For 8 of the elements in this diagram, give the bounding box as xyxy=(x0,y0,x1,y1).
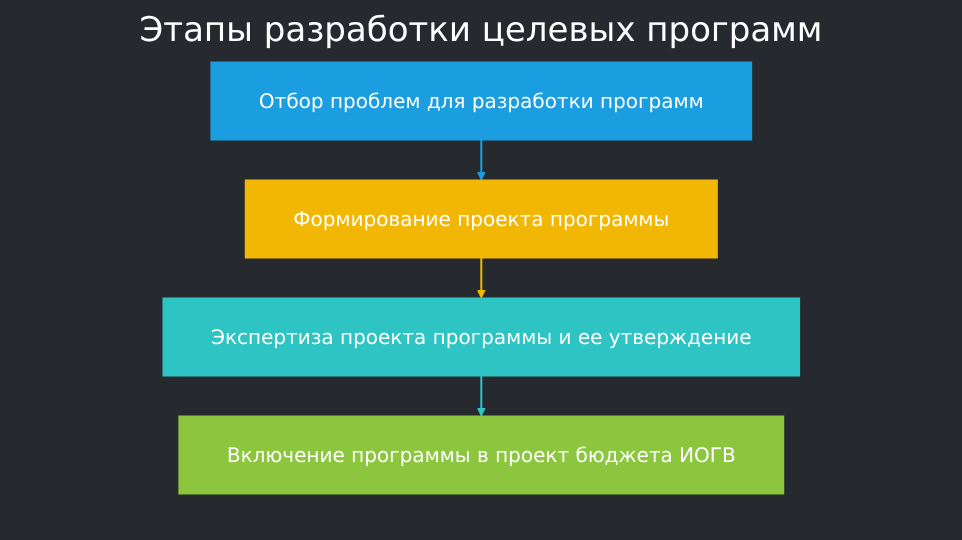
node-box: Формирование проекта программы xyxy=(244,180,718,258)
diagram-title: Этапы разработки целевых программ xyxy=(138,9,824,52)
node-box: Отбор проблем для разработки программ xyxy=(210,62,752,140)
arrow xyxy=(476,258,486,298)
arrow xyxy=(476,140,486,180)
arrow xyxy=(476,376,486,416)
node-box: Включение программы в проект бюджета ИОГВ xyxy=(178,416,784,494)
node-box: Экспертиза проекта программы и ее утверждение xyxy=(162,298,800,376)
